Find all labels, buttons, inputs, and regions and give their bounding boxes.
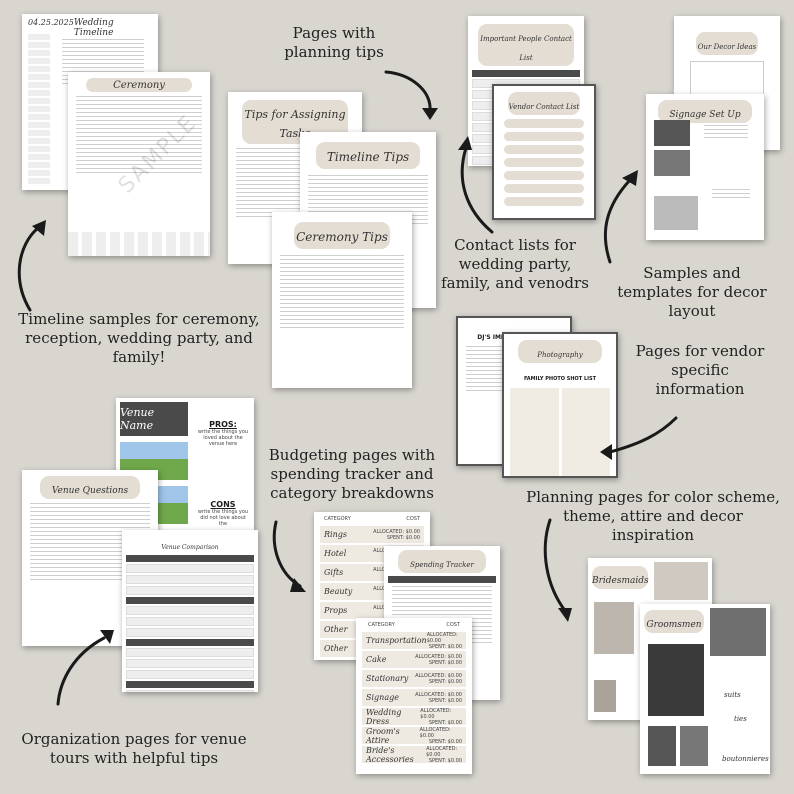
vendor-contacts-title: Vendor Contact List [508,103,580,111]
signage-page: Signage Set Up [646,94,764,240]
budget-category-name: Bride's Accessories [366,745,414,764]
groomsmen-label-boutonnieres: boutonnieres [722,755,769,763]
allocated-amount: ALLOCATED: $0.00 [426,745,458,758]
caption-planning-tips: Pages with planning tips [284,24,384,61]
important-contacts-title: Important People Contact List [480,35,572,62]
timeline-date: 04.25.2025 [28,18,74,27]
budget-category-name: Rings [324,530,347,539]
category-header: CATEGORY [368,622,395,628]
bridesmaid-photo [594,680,616,712]
budget-category-name: Props [324,606,348,615]
allocated-amount: ALLOCATED: $0.00 [415,653,462,660]
budget-category-name: Gifts [324,568,344,577]
timeline-tips-title: Timeline Tips [326,150,410,164]
pros-text: write the things you loved about the ven… [197,429,249,447]
groomsmen-photo [710,608,766,656]
venue-comparison-page: Venue Comparison [122,530,258,692]
spent-amount: SPENT: $0.00 [428,719,462,726]
spending-tracker-title: Spending Tracker [410,561,474,569]
bridesmaids-title: Bridesmaids [592,576,649,586]
venue-name-title: Venue Name [120,406,155,432]
signage-title: Signage Set Up [669,110,741,120]
spent-amount: SPENT: $0.00 [428,697,462,704]
pros-label: PROS: [209,420,237,429]
allocated-amount: ALLOCATED: $0.00 [426,631,458,644]
groomsmen-photo [648,726,676,766]
budget-category-name: Other [324,625,348,634]
cost-header: COST [406,516,420,522]
budget-category-name: Signage [366,693,399,702]
decor-ideas-title: Our Decor Ideas [697,43,757,51]
ceremony-page: Ceremony SAMPLE [68,72,210,256]
spent-amount: SPENT: $0.00 [428,659,462,666]
photography-title: Photography [537,351,583,359]
groomsmen-label-ties: ties [734,715,747,723]
spent-amount: SPENT: $0.00 [428,643,462,650]
bridesmaid-photo [594,602,634,654]
cons-label: CONS [210,500,236,509]
budget-category-name: Beauty [324,587,353,596]
vendor-contacts-page: Vendor Contact List [492,84,596,220]
groomsmen-title: Groomsmen [646,620,702,630]
budget-category-name: Hotel [324,549,347,558]
bridesmaid-photo [654,562,708,600]
caption-timeline: Timeline samples for ceremony, reception… [18,310,260,366]
caption-decor: Samples and templates for decor layout [617,264,767,320]
spent-amount: SPENT: $0.00 [428,757,462,764]
venue-questions-title: Venue Questions [51,486,129,496]
caption-venue: Organization pages for venue tours with … [21,730,247,767]
caption-contacts: Contact lists for wedding party, family,… [441,236,589,292]
allocated-amount: ALLOCATED: $0.00 [415,672,462,679]
ceremony-title: Ceremony [113,79,165,91]
ceremony-tips-title: Ceremony Tips [296,230,388,244]
venue-comparison-title: Venue Comparison [161,544,219,551]
caption-budget: Budgeting pages with spending tracker an… [268,446,436,502]
signage-photo [654,150,690,176]
groomsmen-page: Groomsmen suits ties boutonnieres [640,604,770,774]
budget-category-name: Transportation [366,636,427,645]
cost-header: COST [446,622,460,628]
budget-category-name: Other [324,644,348,653]
category-header: CATEGORY [324,516,351,522]
budget-category-name: Stationary [366,674,409,683]
groomsmen-label-suits: suits [724,691,741,699]
allocated-amount: ALLOCATED: $0.00 [415,691,462,698]
spent-amount: SPENT: $0.00 [428,738,462,745]
photography-page: Photography FAMILY PHOTO SHOT LIST [502,332,618,478]
caption-vendor: Pages for vendor specific information [635,342,765,398]
groomsmen-photo [680,726,708,766]
signage-photo [654,196,698,230]
photography-subtitle: FAMILY PHOTO SHOT LIST [523,376,597,382]
ceremony-tips-page: Ceremony Tips [272,212,412,388]
cons-text: write the things you did not love about … [197,509,249,527]
spent-amount: SPENT: $0.00 [386,534,420,541]
caption-color: Planning pages for color scheme, theme, … [526,488,780,544]
allocated-amount: ALLOCATED: $0.00 [373,528,420,535]
spent-amount: SPENT: $0.00 [428,678,462,685]
timeline-title: Wedding Timeline [73,18,114,38]
allocated-amount: ALLOCATED: $0.00 [420,707,452,720]
budget-category-name: Cake [366,655,387,664]
allocated-amount: ALLOCATED: $0.00 [419,726,451,739]
budget-category-name: Wedding Dress [366,707,402,726]
groomsmen-photo [648,644,704,716]
signage-photo [654,120,690,146]
budget-category-name: Groom's Attire [366,726,400,745]
